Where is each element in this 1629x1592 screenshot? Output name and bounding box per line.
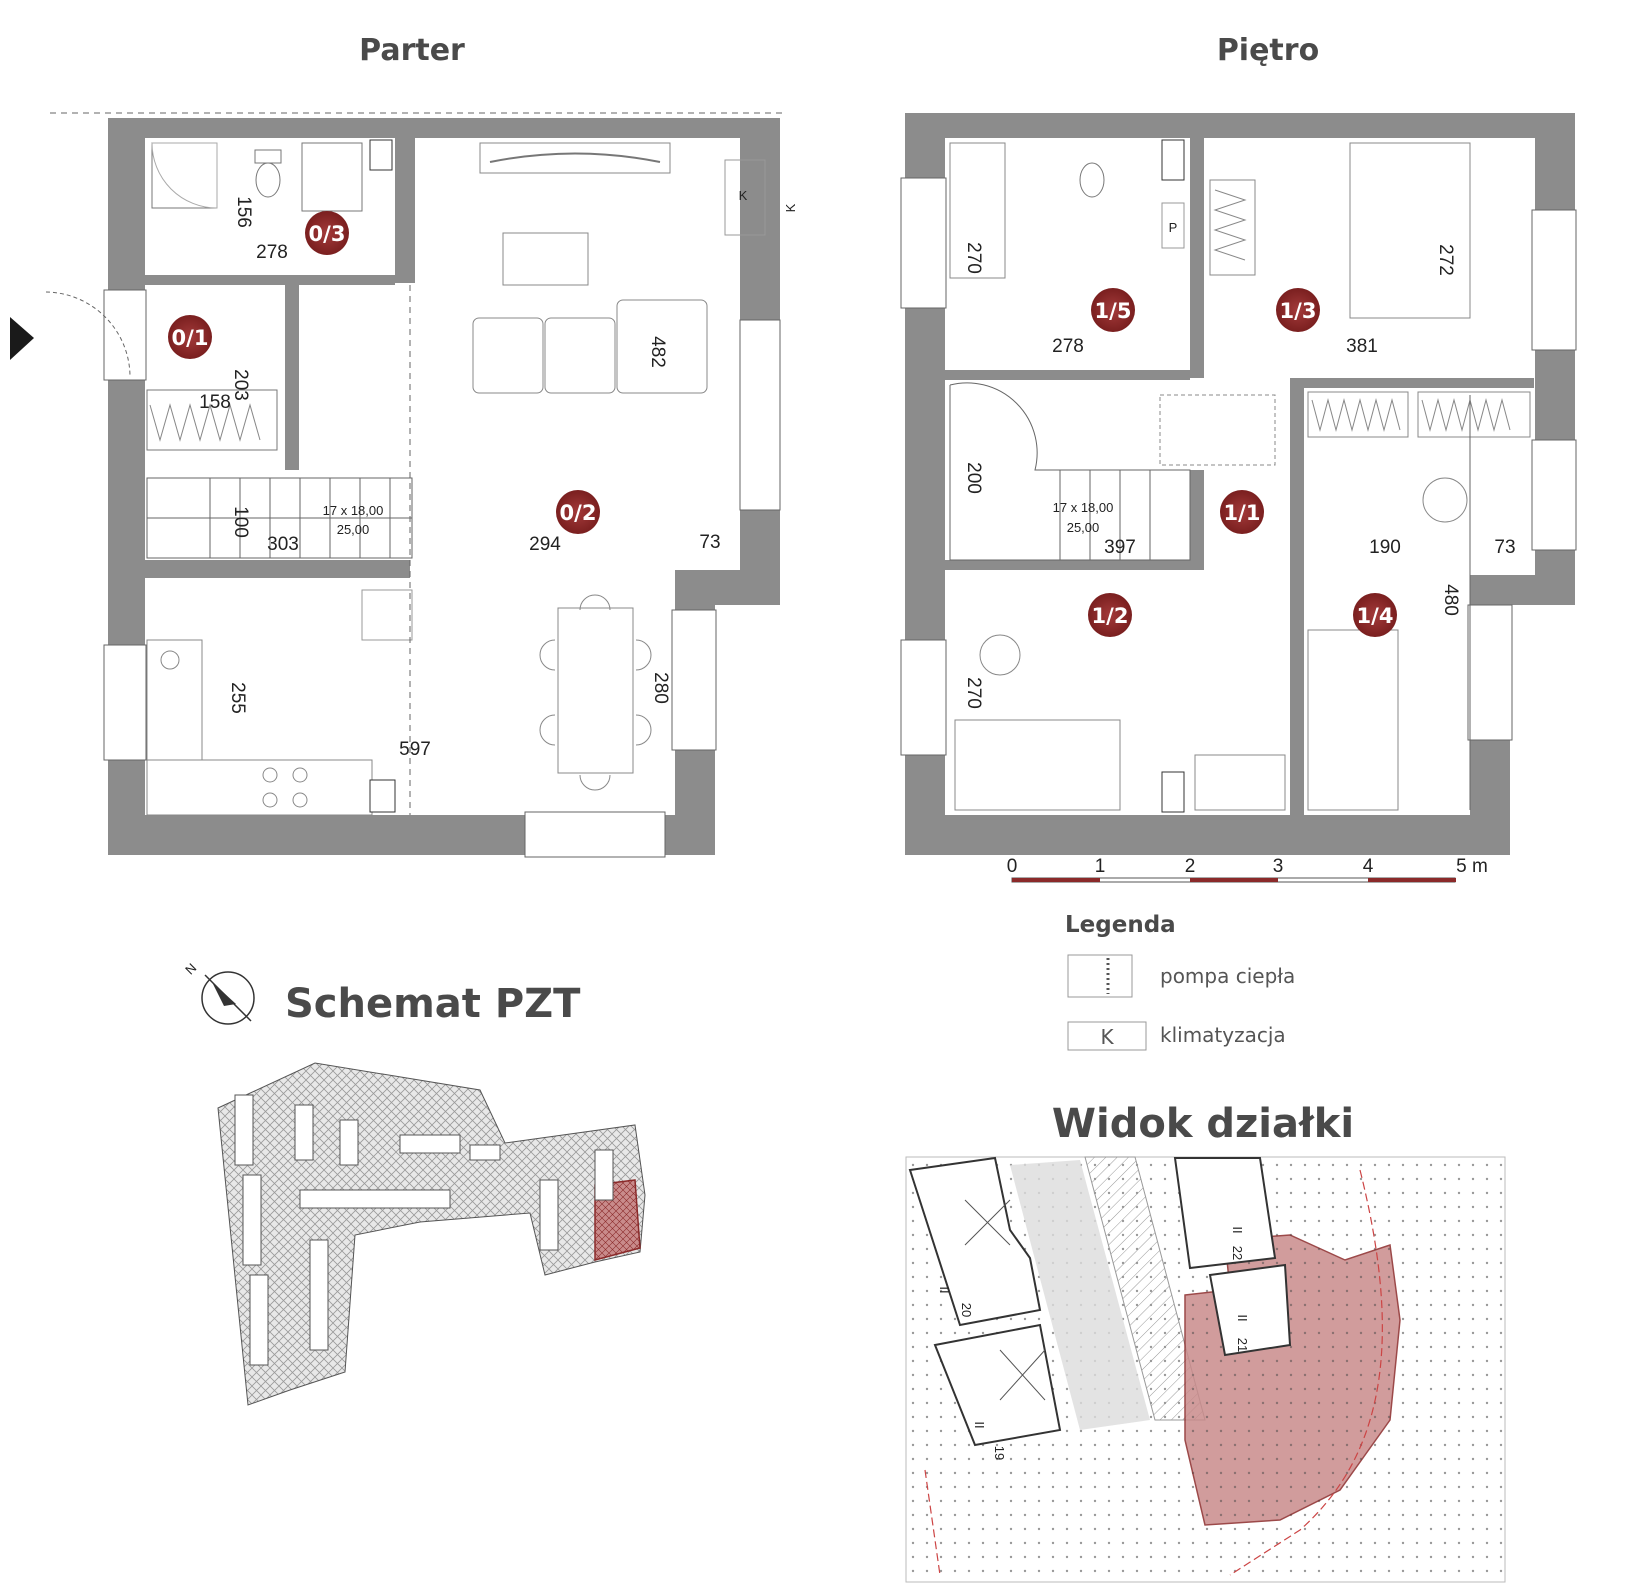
site-plan-map bbox=[217, 1062, 646, 1406]
ac-unit-outdoor-label: K bbox=[783, 203, 798, 212]
dim-272: 272 bbox=[1435, 244, 1456, 276]
lot-number-21: 21 bbox=[1235, 1338, 1250, 1352]
dim-480: 480 bbox=[1440, 584, 1461, 616]
dim-397: 397 bbox=[1104, 537, 1136, 558]
lot-number-19: 19 bbox=[992, 1446, 1007, 1460]
room-badge-0-3: 0/3 bbox=[305, 211, 349, 255]
legend-heat-pump-label: pompa ciepła bbox=[1160, 964, 1295, 988]
site-scheme-title: Schemat PZT bbox=[285, 981, 581, 1027]
lot-number-20: 20 bbox=[959, 1303, 974, 1317]
dim-278-first: 278 bbox=[1052, 336, 1084, 357]
svg-text:1/5: 1/5 bbox=[1095, 299, 1132, 323]
compass-north-letter: N bbox=[182, 960, 199, 977]
room-badge-1-3: 1/3 bbox=[1276, 288, 1320, 332]
heat-pump-label: P bbox=[1169, 220, 1178, 235]
dim-73-first: 73 bbox=[1494, 537, 1515, 558]
svg-text:0/3: 0/3 bbox=[309, 222, 346, 246]
plot-view-title: Widok działki bbox=[1052, 1101, 1354, 1147]
legend-ac-symbol: K bbox=[1100, 1025, 1114, 1049]
dim-190: 190 bbox=[1369, 537, 1401, 558]
stairs-spec-first-line2: 25,00 bbox=[1067, 520, 1100, 535]
legend-ac-label: klimatyzacja bbox=[1160, 1023, 1286, 1047]
lot-number-22: 22 bbox=[1230, 1246, 1245, 1260]
svg-text:0/1: 0/1 bbox=[172, 326, 209, 350]
unit-mark-20: II bbox=[937, 1286, 952, 1293]
dim-100: 100 bbox=[230, 506, 251, 538]
ac-unit-label: K bbox=[739, 188, 748, 203]
heat-pump-symbol-icon bbox=[1067, 954, 1133, 998]
ground-floor-title: Parter bbox=[359, 33, 465, 68]
scale-tick-5: 5 m bbox=[1456, 856, 1488, 877]
first-floor-title: Piętro bbox=[1217, 33, 1319, 68]
room-badge-1-4: 1/4 bbox=[1353, 593, 1397, 637]
stairs-spec-line1: 17 x 18,00 bbox=[323, 503, 384, 518]
legend: Legenda pompa ciepła K klimatyzacja bbox=[1065, 912, 1295, 1051]
svg-text:1/3: 1/3 bbox=[1280, 299, 1317, 323]
first-floor-plan: P 270 278 272 381 200 bbox=[900, 113, 1577, 855]
dim-270-bottom: 270 bbox=[963, 677, 984, 709]
unit-mark-19: II bbox=[972, 1421, 987, 1428]
room-badge-0-1: 0/1 bbox=[168, 315, 212, 359]
ac-symbol-icon bbox=[1067, 1021, 1147, 1051]
dim-482: 482 bbox=[647, 336, 668, 368]
dim-73: 73 bbox=[699, 532, 720, 553]
svg-text:0/2: 0/2 bbox=[560, 501, 597, 525]
plot-view-map: 20 19 21 22 II II II II bbox=[905, 1156, 1506, 1583]
compass-icon: N bbox=[182, 960, 255, 1025]
room-badge-1-1: 1/1 bbox=[1220, 490, 1264, 534]
dim-270-top: 270 bbox=[963, 242, 984, 274]
stairs-spec-line2: 25,00 bbox=[337, 522, 370, 537]
dim-158: 158 bbox=[199, 392, 231, 413]
svg-text:1/4: 1/4 bbox=[1357, 604, 1394, 628]
scale-tick-2: 2 bbox=[1185, 856, 1196, 877]
dim-294: 294 bbox=[529, 534, 561, 555]
scale-tick-4: 4 bbox=[1363, 856, 1374, 877]
svg-text:1/2: 1/2 bbox=[1092, 604, 1129, 628]
scale-tick-0: 0 bbox=[1007, 856, 1018, 877]
entrance-arrow-icon bbox=[10, 317, 34, 360]
dim-203: 203 bbox=[230, 369, 251, 401]
room-badge-0-2: 0/2 bbox=[556, 490, 600, 534]
dim-255: 255 bbox=[227, 682, 248, 714]
dim-278: 278 bbox=[256, 242, 288, 263]
dim-381: 381 bbox=[1346, 336, 1378, 357]
dim-303: 303 bbox=[267, 534, 299, 555]
dim-280: 280 bbox=[650, 672, 671, 704]
room-badge-1-5: 1/5 bbox=[1091, 288, 1135, 332]
scale-bar: 0 1 2 3 4 5 m bbox=[1007, 856, 1488, 883]
ground-floor-plan: K K 156 278 203 158 100 303 294 73 bbox=[10, 112, 798, 858]
scale-tick-1: 1 bbox=[1095, 856, 1106, 877]
scale-tick-3: 3 bbox=[1273, 856, 1284, 877]
svg-text:1/1: 1/1 bbox=[1224, 501, 1261, 525]
dim-200: 200 bbox=[963, 462, 984, 494]
room-badge-1-2: 1/2 bbox=[1088, 593, 1132, 637]
dim-597: 597 bbox=[399, 739, 431, 760]
legend-title: Legenda bbox=[1065, 912, 1176, 938]
stairs-spec-first-line1: 17 x 18,00 bbox=[1053, 500, 1114, 515]
unit-mark-21: II bbox=[1235, 1314, 1250, 1321]
dim-156: 156 bbox=[233, 196, 254, 228]
unit-mark-22: II bbox=[1230, 1226, 1245, 1233]
